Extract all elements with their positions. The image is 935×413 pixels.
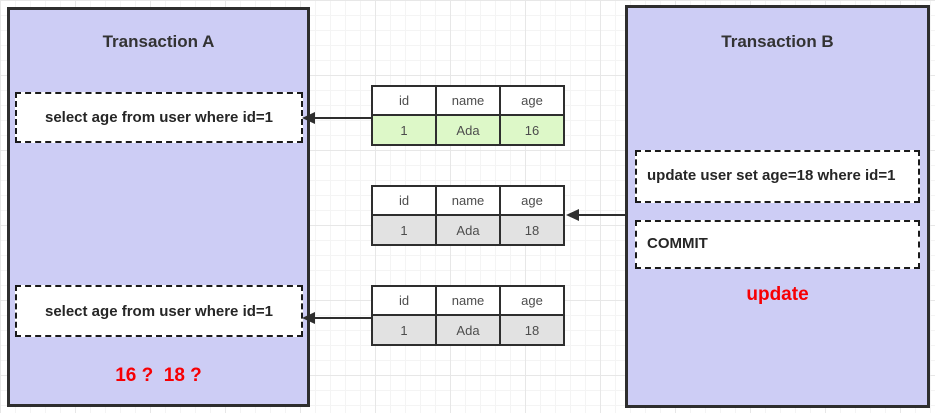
cell-age: 18 [524, 322, 540, 338]
header-cell-age: age [521, 93, 543, 108]
table-header-row: id name age [373, 287, 563, 316]
arrow-table3-to-select2 [302, 312, 371, 324]
arrow-line [315, 117, 371, 119]
header-cell-age: age [521, 293, 543, 308]
header-cell-id: id [373, 187, 437, 214]
cell-name: Ada [437, 116, 501, 144]
arrow-line [315, 317, 371, 319]
cell-name: Ada [437, 216, 501, 244]
transaction-b-title: Transaction B [721, 32, 834, 51]
user-table-snapshot-1: id name age 1 Ada 16 [371, 85, 565, 146]
cell-age: 16 [524, 122, 540, 138]
select-query-2-text: select age from user where id=1 [44, 302, 274, 320]
cell-id: 1 [373, 216, 437, 244]
table-row: 1 Ada 16 [373, 116, 563, 144]
arrow-left-icon [566, 209, 579, 221]
table-row: 1 Ada 18 [373, 216, 563, 244]
arrow-left-icon [302, 312, 315, 324]
commit-statement-box: COMMIT [635, 220, 920, 269]
select-query-1-text: select age from user where id=1 [44, 109, 274, 126]
arrow-line [579, 214, 626, 216]
header-cell-name: name [437, 87, 501, 114]
update-statement-text: update user set age=18 where id=1 [647, 167, 896, 185]
user-table-snapshot-2: id name age 1 Ada 18 [371, 185, 565, 246]
arrow-transaction-b-to-table2 [566, 209, 626, 221]
cell-name: Ada [437, 316, 501, 344]
header-cell-name: name [437, 187, 501, 214]
update-action-annotation: update [746, 284, 809, 305]
commit-statement-text: COMMIT [647, 235, 708, 253]
header-cell-id: id [373, 87, 437, 114]
select-query-1-box: select age from user where id=1 [15, 92, 303, 143]
user-table-snapshot-3: id name age 1 Ada 18 [371, 285, 565, 346]
table-header-row: id name age [373, 87, 563, 116]
result-question-annotation: 16 ? 18 ? [115, 365, 202, 386]
header-cell-id: id [373, 287, 437, 314]
transaction-a-title: Transaction A [102, 32, 215, 51]
arrow-left-icon [302, 112, 315, 124]
table-row: 1 Ada 18 [373, 316, 563, 344]
header-cell-age: age [521, 193, 543, 208]
table-header-row: id name age [373, 187, 563, 216]
arrow-table1-to-select1 [302, 112, 371, 124]
select-query-2-box: select age from user where id=1 [15, 285, 303, 337]
cell-id: 1 [373, 316, 437, 344]
cell-id: 1 [373, 116, 437, 144]
cell-age: 18 [524, 222, 540, 238]
transaction-a-panel: Transaction A select age from user where… [7, 7, 310, 407]
header-cell-name: name [437, 287, 501, 314]
transaction-b-panel: Transaction B update user set age=18 whe… [625, 5, 930, 408]
update-statement-box: update user set age=18 where id=1 [635, 150, 920, 203]
